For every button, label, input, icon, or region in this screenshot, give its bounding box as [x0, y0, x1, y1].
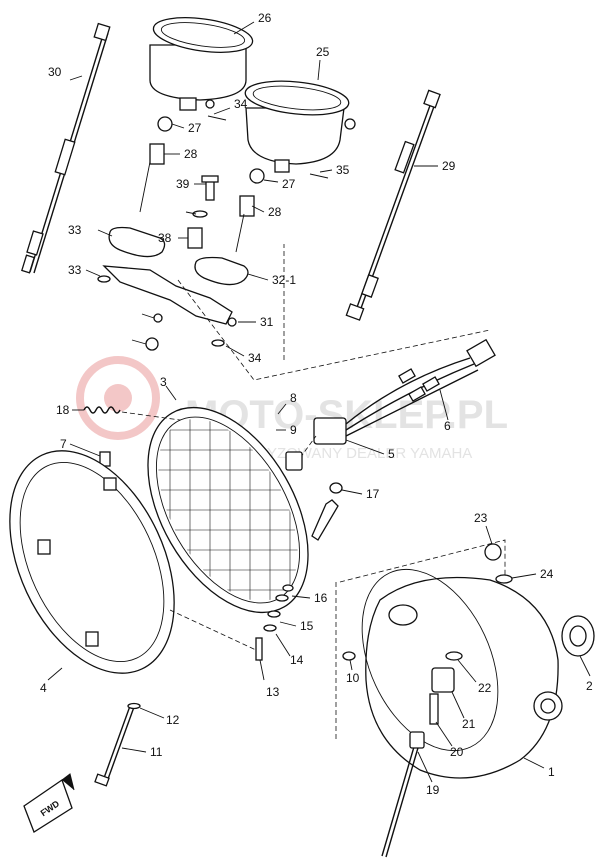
- fwd-arrow: FWD: [23, 773, 75, 833]
- callout-29: 29: [442, 159, 456, 173]
- callout-5: 5: [388, 447, 395, 461]
- callout-27a: 27: [188, 121, 202, 135]
- callout-9: 9: [290, 423, 297, 437]
- watermark-logo-icon: [76, 356, 160, 440]
- callout-28b: 28: [268, 205, 282, 219]
- meter-25: [244, 80, 356, 173]
- callout-34b: 35: [336, 163, 350, 177]
- callout-3: 3: [160, 375, 167, 389]
- meter-brackets: [97, 226, 249, 351]
- callout-32-1: 33: [68, 223, 82, 237]
- callout-35: 38: [158, 231, 172, 245]
- adjusting-screw: [94, 702, 141, 787]
- callout-27b: 27: [282, 177, 296, 191]
- callout-15: 15: [300, 619, 314, 633]
- callout-2: 2: [586, 679, 593, 693]
- watermark-logo-inner: [104, 384, 132, 412]
- mount-hardware: [169, 482, 343, 661]
- callouts: 26 25 34 27 28 30 29 35 27 28 39 33 38 3…: [40, 11, 593, 797]
- meter-hardware: [139, 115, 329, 253]
- callout-26: 26: [258, 11, 272, 25]
- watermark-tagline: AUTORYZOWANY DEALER YAMAHA: [215, 445, 472, 462]
- headlight-rim: [9, 450, 175, 674]
- callout-33b: 34: [248, 351, 262, 365]
- callout-33a: 33: [68, 263, 82, 277]
- callout-34a: 34: [234, 97, 248, 111]
- callout-20: 20: [450, 745, 464, 759]
- callout-16: 16: [314, 591, 328, 605]
- callout-6: 6: [444, 419, 451, 433]
- callout-31: 31: [260, 315, 274, 329]
- callout-17: 17: [366, 487, 380, 501]
- callout-10: 10: [346, 671, 360, 685]
- watermark: MOTO-SKLEP.PL AUTORYZOWANY DEALER YAMAHA: [76, 356, 508, 462]
- callout-12: 12: [166, 713, 180, 727]
- callout-22: 22: [478, 681, 492, 695]
- callout-11: 11: [150, 745, 163, 759]
- callout-25: 25: [316, 45, 330, 59]
- callout-19: 19: [426, 783, 440, 797]
- callout-14: 14: [290, 653, 304, 667]
- meter-cable-left: [21, 22, 111, 274]
- callout-7: 7: [60, 437, 67, 451]
- callout-24: 24: [540, 567, 554, 581]
- callout-23: 23: [474, 511, 488, 525]
- callout-13: 13: [266, 685, 280, 699]
- callout-32: 32-1: [272, 273, 296, 287]
- callout-8: 8: [290, 391, 297, 405]
- fwd-arrow-icon: [23, 778, 73, 833]
- callout-4: 4: [40, 681, 47, 695]
- callout-21: 21: [462, 717, 476, 731]
- wiring-harness: [299, 338, 496, 459]
- headlight-case: [342, 543, 595, 858]
- callout-28a: 28: [184, 147, 198, 161]
- meter-cable-right: [345, 89, 441, 321]
- callout-30: 30: [48, 65, 62, 79]
- callout-36: 39: [176, 177, 190, 191]
- meter-26: [149, 17, 254, 111]
- callout-18: 18: [56, 403, 70, 417]
- callout-1: 1: [548, 765, 555, 779]
